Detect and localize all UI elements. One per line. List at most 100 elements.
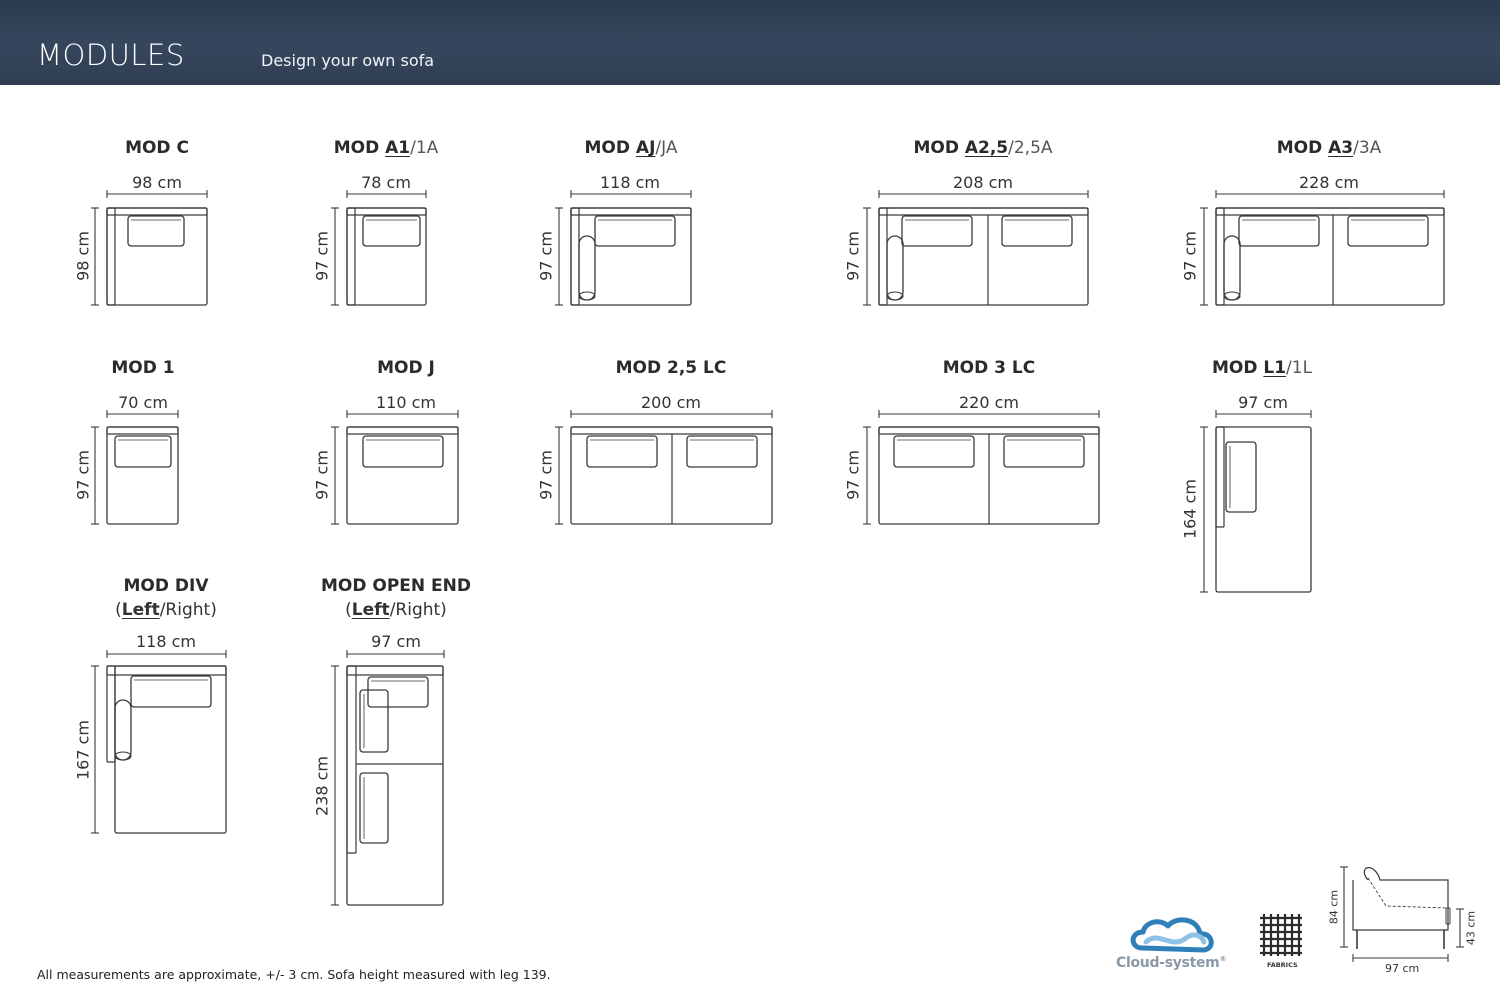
mod-div-backrest [106, 665, 227, 676]
module-title-mod-c: MOD C [125, 138, 189, 158]
mod-a1-cushion [362, 215, 421, 247]
depth-label-mod-c: 98 cm [73, 231, 93, 281]
cloud-system-logo [1130, 917, 1214, 953]
mod-aj-cushion [594, 215, 676, 247]
width-label-mod-a25: 208 cm [952, 173, 1014, 192]
mod-aj-backrest [570, 207, 692, 216]
mod-a25-bolster [886, 235, 904, 301]
depth-label-mod-3lc: 97 cm [843, 450, 863, 500]
mod-div-bolster [114, 699, 132, 761]
side-view-depth-label: 97 cm [1385, 962, 1420, 975]
mod-a3-armrest [1215, 207, 1225, 306]
mod-a25-backrest [878, 207, 1089, 216]
side-view-front-leg-cap [1445, 907, 1451, 925]
mod-div-bolster-end [114, 751, 132, 761]
mod-open-end-backrest-side [346, 665, 357, 854]
mod-3lc-cushion-2 [1003, 435, 1085, 468]
mod-1-cushion [114, 435, 172, 468]
mod-a3-cushion-1 [1238, 215, 1320, 247]
depth-label-mod-j: 97 cm [312, 450, 332, 500]
depth-label-mod-l1: 164 cm [1180, 478, 1200, 540]
mod-j-cushion [362, 435, 444, 468]
measurement-footnote: All measurements are approximate, +/- 3 … [37, 967, 551, 982]
mod-a1-backrest [346, 207, 427, 216]
fabrics-logo [1260, 914, 1302, 956]
depth-label-mod-a3: 97 cm [1180, 231, 1200, 281]
mod-3lc-backrest [878, 426, 1100, 435]
mod-l1-cushion [1225, 441, 1257, 513]
depth-label-mod-a1: 97 cm [312, 231, 332, 281]
mod-aj-armrest [570, 207, 580, 306]
mod-1-frame [106, 426, 179, 525]
module-title-mod-a1: MOD A1/1A [333, 138, 439, 158]
mod-aj-bolster-end [578, 291, 596, 301]
width-label-mod-25lc: 200 cm [640, 393, 702, 412]
mod-open-end-cushion-2 [359, 772, 389, 844]
module-title-mod-div: MOD DIV (Left/Right) [115, 576, 217, 620]
page-subtitle: Design your own sofa [261, 51, 435, 70]
module-title-mod-3lc: MOD 3 LC [942, 358, 1036, 378]
depth-label-mod-open-end: 238 cm [312, 755, 332, 817]
cloud-system-label: Cloud-system® [1116, 955, 1227, 971]
mod-a25-armrest [878, 207, 888, 306]
mod-aj-bolster [578, 235, 596, 301]
mod-a3-bolster-end [1223, 291, 1241, 301]
mod-a3-frame [1215, 207, 1445, 306]
width-label-mod-div: 118 cm [135, 632, 197, 651]
module-title-mod-a3: MOD A3/3A [1276, 138, 1382, 158]
width-label-mod-a1: 78 cm [361, 173, 411, 192]
module-title-mod-open-end: MOD OPEN END (Left/Right) [320, 576, 472, 620]
width-label-mod-aj: 118 cm [599, 173, 661, 192]
side-view-seat-profile [1367, 877, 1449, 909]
width-label-mod-j: 110 cm [375, 393, 437, 412]
width-label-mod-a3: 228 cm [1298, 173, 1360, 192]
mod-c-backrest [106, 207, 208, 216]
mod-1-backrest [106, 426, 179, 435]
side-view-outline [1352, 867, 1449, 931]
module-title-mod-j: MOD J [377, 358, 435, 378]
width-label-mod-l1: 97 cm [1238, 393, 1288, 412]
depth-label-mod-1: 97 cm [73, 450, 93, 500]
width-label-mod-1: 70 cm [118, 393, 168, 412]
depth-label-mod-aj: 97 cm [536, 231, 556, 281]
mod-div-cushion [130, 675, 212, 708]
module-title-mod-1: MOD 1 [111, 358, 175, 378]
mod-c-armrest [106, 207, 116, 306]
mod-a3-bolster [1223, 235, 1241, 301]
module-title-mod-a25: MOD A2,5/2,5A [913, 138, 1053, 158]
width-label-mod-open-end: 97 cm [371, 632, 421, 651]
side-view-height-label: 84 cm [1327, 889, 1341, 925]
mod-25lc-cushion-2 [686, 435, 758, 468]
mod-a25-frame [878, 207, 1089, 306]
width-label-mod-c: 98 cm [132, 173, 182, 192]
mod-div-armrest [106, 665, 116, 763]
mod-a1-frame [346, 207, 427, 306]
mod-a25-cushion-2 [1001, 215, 1073, 247]
mod-c-frame [106, 207, 208, 306]
depth-label-mod-a25: 97 cm [843, 231, 863, 281]
mod-a1-armrest [346, 207, 356, 306]
mod-open-end-cushion-1 [359, 689, 389, 753]
mod-l1-backrest [1215, 426, 1225, 528]
mod-open-end-backrest-top [346, 665, 444, 676]
module-title-mod-l1: MOD L1/1L [1211, 358, 1313, 378]
mod-aj-frame [570, 207, 692, 306]
mod-3lc-cushion-1 [893, 435, 975, 468]
mod-j-backrest [346, 426, 459, 435]
mod-25lc-cushion-1 [586, 435, 658, 468]
width-label-mod-3lc: 220 cm [958, 393, 1020, 412]
depth-label-mod-div: 167 cm [73, 719, 93, 781]
mod-a25-bolster-end [886, 291, 904, 301]
mod-a25-cushion-1 [901, 215, 973, 247]
page-title: MODULES [37, 38, 185, 72]
mod-c-cushion [127, 215, 185, 247]
fabrics-label: FABRICS [1267, 961, 1298, 969]
mod-open-end-cushion-top [367, 676, 429, 708]
side-view-seat-label: 43 cm [1464, 910, 1478, 946]
page-header: MODULES Design your own sofa [0, 0, 1500, 85]
mod-25lc-backrest [570, 426, 773, 435]
module-title-mod-25lc: MOD 2,5 LC [615, 358, 727, 378]
mod-a3-backrest [1215, 207, 1445, 216]
module-title-mod-aj: MOD AJ/JA [584, 138, 678, 158]
